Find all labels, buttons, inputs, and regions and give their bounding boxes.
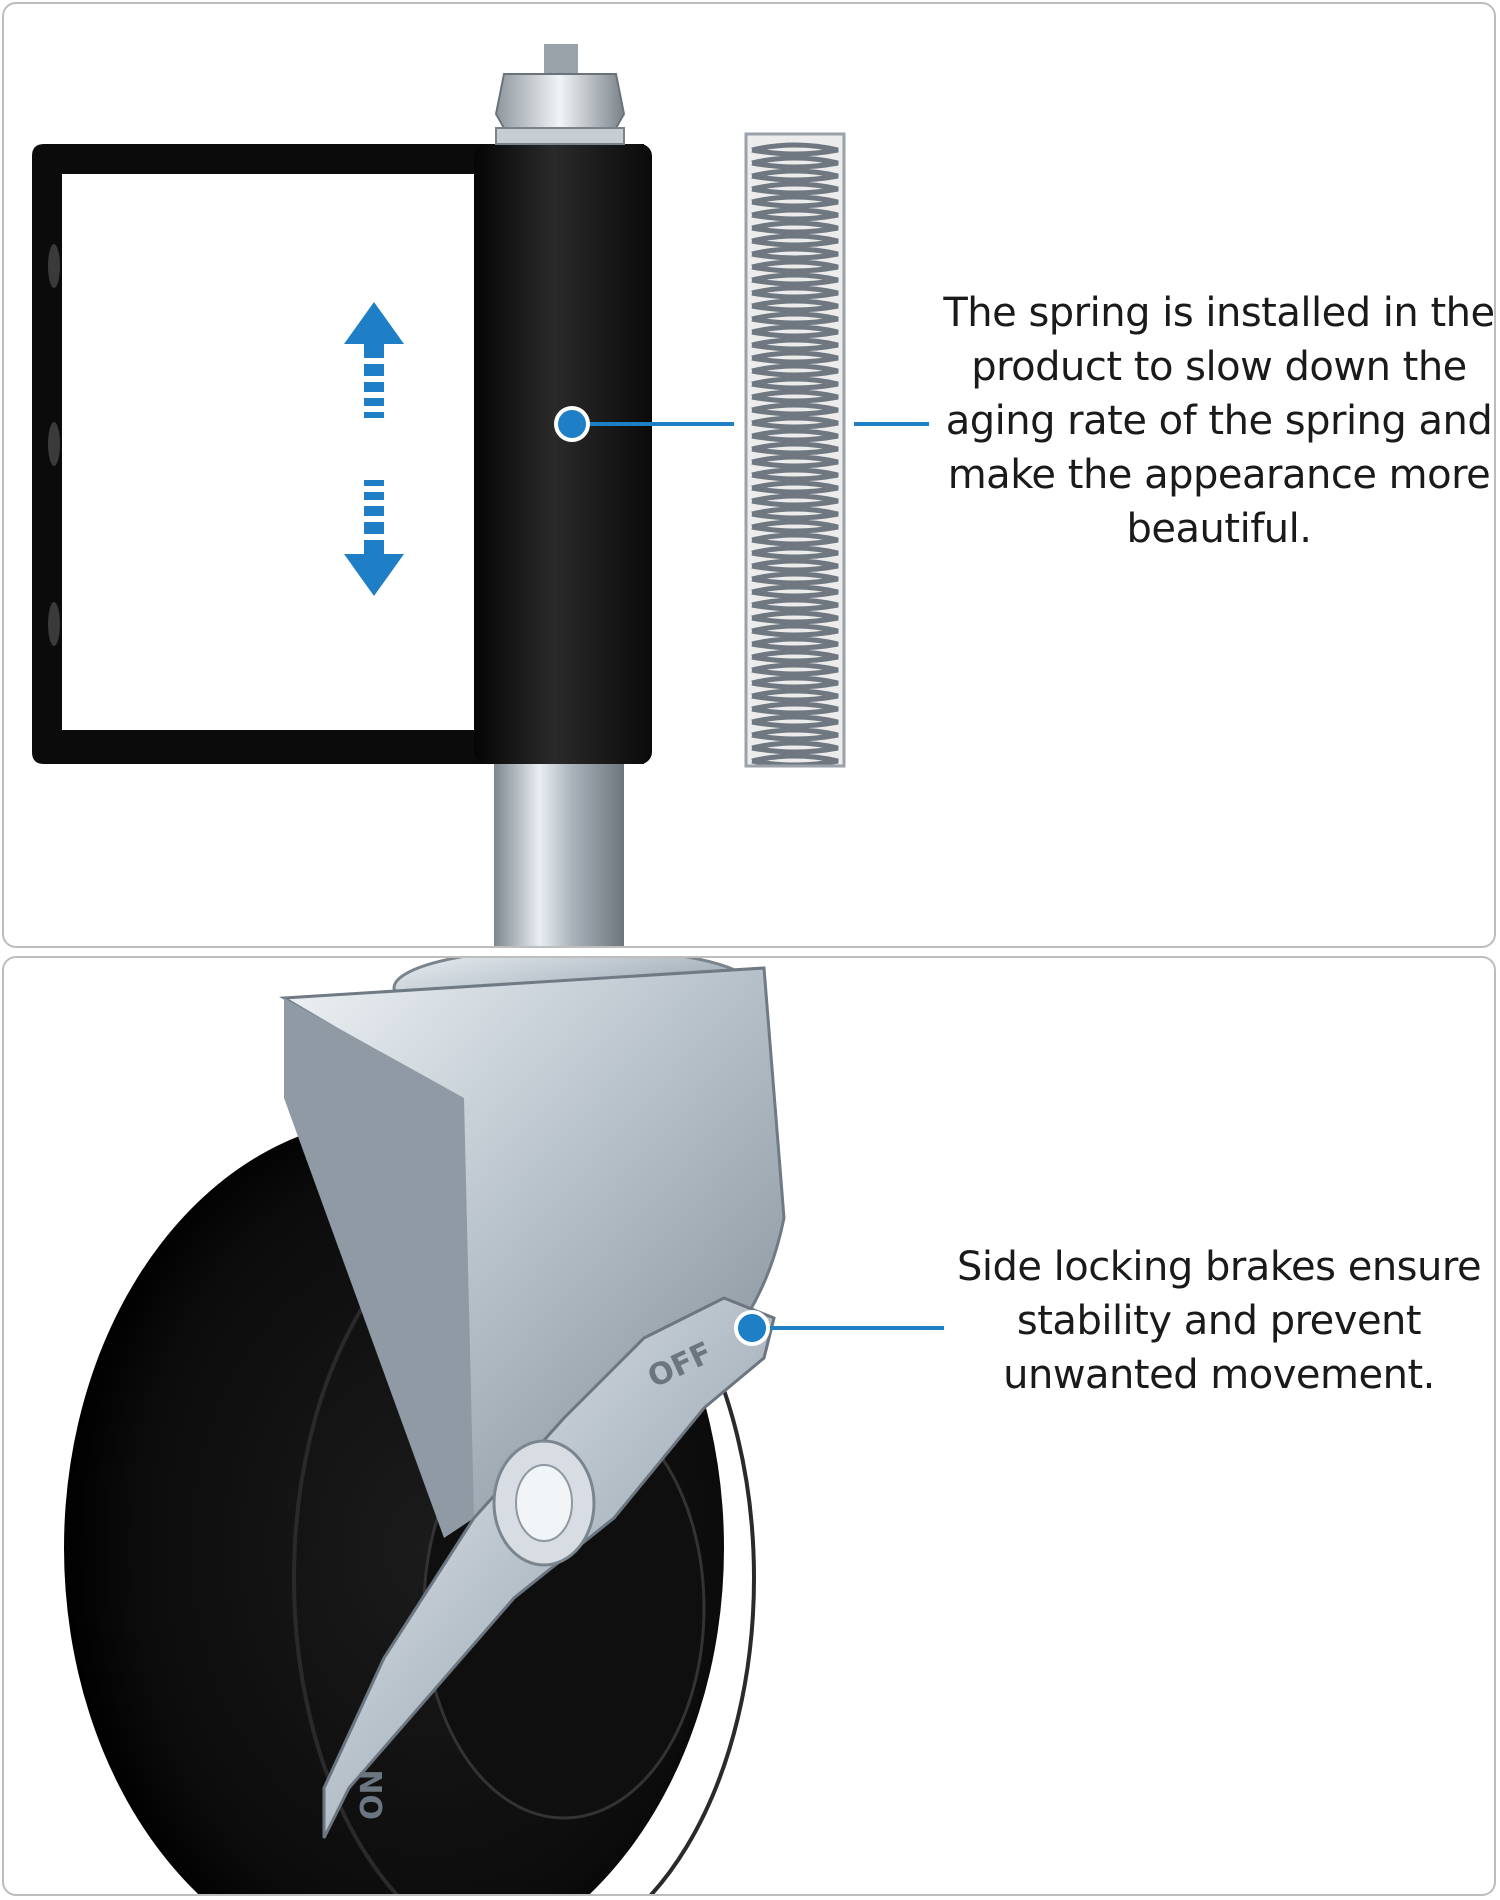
jack-tube [474,144,652,764]
lever-label-on: ON [355,1769,390,1820]
spring-illustration [32,44,929,946]
brake-callout [734,1310,944,1346]
callout-dot [554,406,590,442]
brake-caption: Side locking brakes ensure stability and… [956,1244,1482,1398]
spring-panel: The spring is installed in the product t… [2,2,1496,948]
spring-caption: The spring is installed in the product t… [943,290,1495,552]
up-down-arrow-icon [344,302,404,596]
brake-panel: OFF ON Side locking brakes ensure stabil… [2,956,1496,1896]
spring-callout [554,406,929,442]
brake-lever [322,1296,776,1839]
hex-nut [494,73,626,129]
caster-illustration: OFF ON [64,958,944,1894]
compression-spring [744,132,846,768]
callout-dot [734,1310,770,1346]
